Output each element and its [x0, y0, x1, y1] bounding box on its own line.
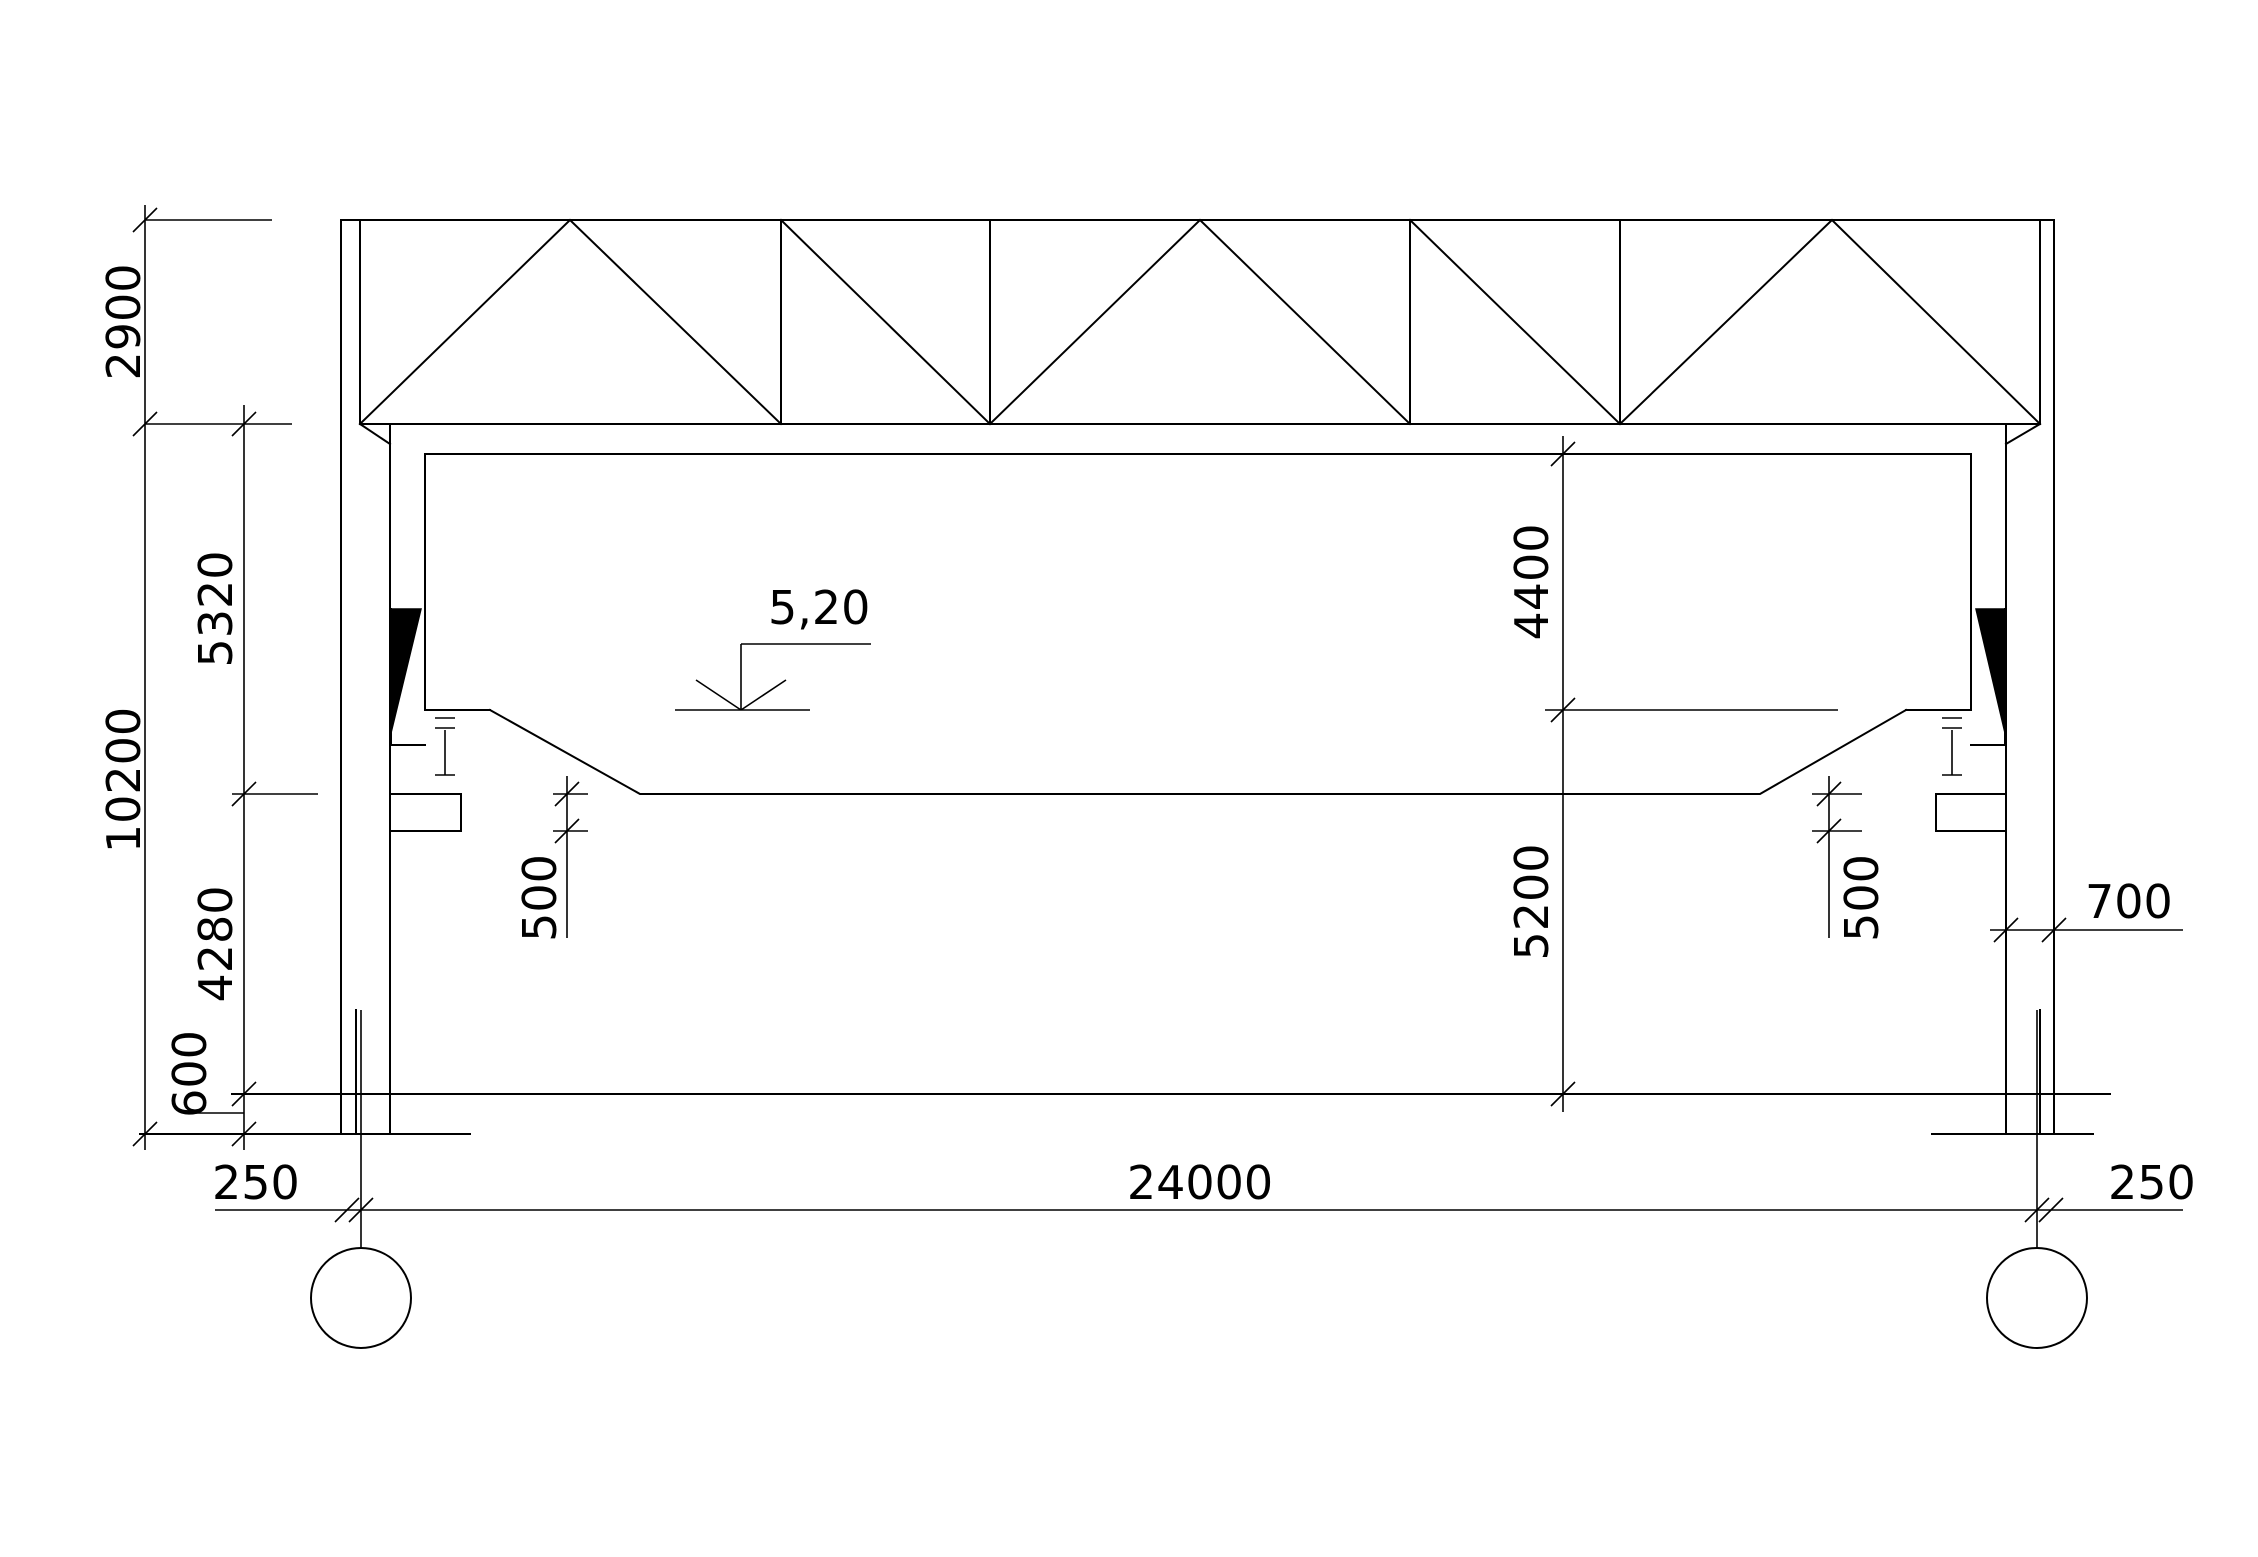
level-marker	[675, 643, 871, 711]
dim-column-height: 10200	[97, 707, 151, 853]
span-dimension	[215, 1010, 2183, 1248]
left-dimension-chain	[132, 205, 318, 1150]
center-dimension-chain	[1545, 436, 1838, 1112]
left-column	[340, 219, 391, 1135]
dim-truss-height: 2900	[97, 263, 151, 380]
right-axis-bubble	[1986, 1247, 2088, 1349]
column-width-dimension	[1990, 917, 2183, 943]
dim-right-axis-offset: 250	[2108, 1156, 2196, 1210]
dim-base-offset: 600	[163, 1030, 217, 1118]
dim-left-hook-gap: 500	[513, 854, 567, 942]
level-mark-label: 5,20	[768, 581, 870, 635]
left-axis-bubble	[310, 1247, 412, 1349]
dim-span: 24000	[1127, 1156, 1273, 1210]
dim-column-width: 700	[2085, 875, 2173, 929]
ground-lines	[139, 1093, 2111, 1135]
left-crane-rail	[389, 608, 462, 832]
overhead-crane	[424, 453, 1972, 795]
dim-rail-height: 5200	[1505, 843, 1559, 960]
dim-bracket-height: 4280	[189, 885, 243, 1002]
left-hook-gap-dimension	[553, 776, 588, 938]
dim-left-axis-offset: 250	[212, 1156, 300, 1210]
dim-crane-zone-height: 5320	[189, 550, 243, 667]
right-crane-rail	[1935, 608, 2007, 832]
roof-truss	[358, 218, 2042, 446]
right-hook-gap-dimension	[1812, 776, 1862, 938]
dim-right-hook-gap: 500	[1835, 854, 1889, 942]
dim-crane-clearance: 4400	[1505, 523, 1559, 640]
right-column	[2005, 219, 2055, 1135]
